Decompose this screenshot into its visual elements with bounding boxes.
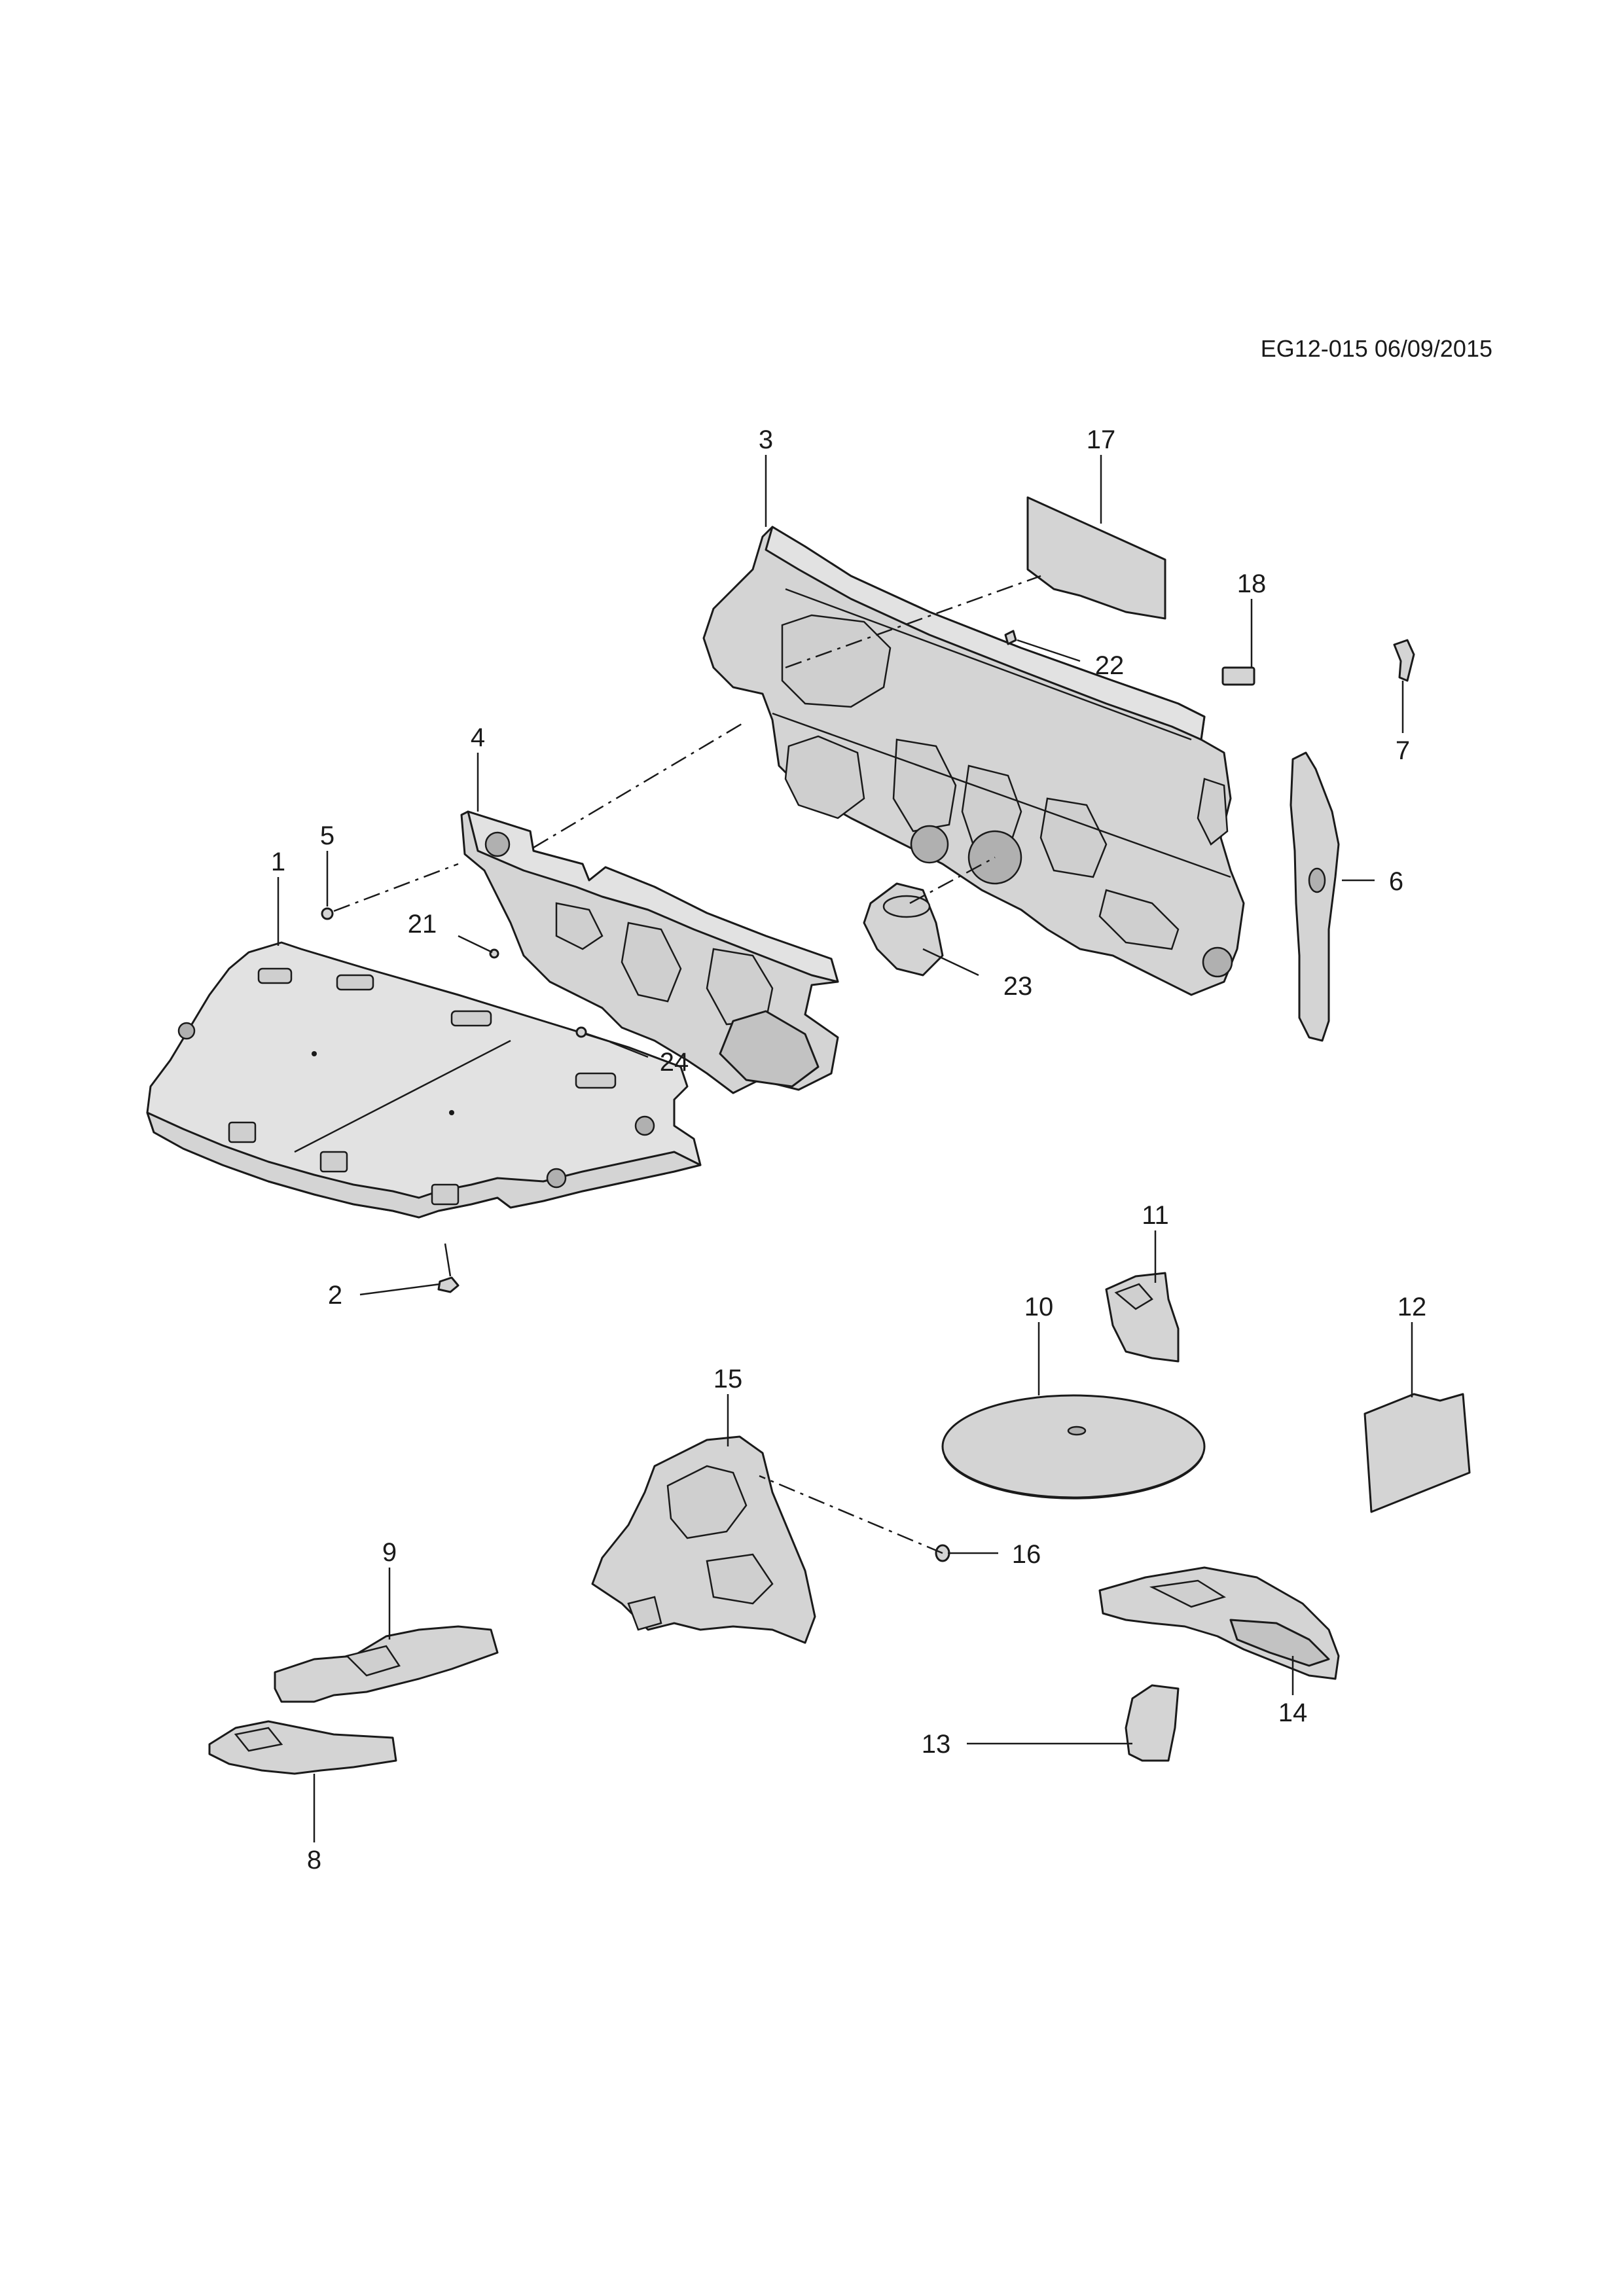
callout-7: 7 (1396, 736, 1410, 765)
callout-14: 14 (1278, 1698, 1308, 1727)
part-13-insulator (1125, 1684, 1180, 1762)
part-14-insulator (1098, 1566, 1340, 1680)
part-5-fastener (321, 907, 334, 920)
callout-4: 4 (471, 723, 485, 752)
callout-21: 21 (408, 910, 437, 939)
part-18-pad (1221, 666, 1255, 686)
part-12-sheet (1363, 1393, 1471, 1513)
part-8-insulator (208, 1720, 397, 1775)
callout-18: 18 (1237, 569, 1267, 598)
part-3-dash-panel-insulator (702, 526, 1245, 996)
callout-5: 5 (320, 821, 334, 850)
part-6-side-insulator (1290, 751, 1340, 1042)
part-4-inner-insulator (460, 810, 839, 1094)
callout-16: 16 (1012, 1540, 1041, 1569)
callout-22: 22 (1095, 651, 1125, 680)
leader-lines (277, 455, 1413, 1842)
assembly-line-16-15 (759, 1475, 943, 1554)
callout-12: 12 (1398, 1293, 1427, 1321)
callout-3: 3 (759, 425, 773, 454)
part-2-fastener (437, 1276, 460, 1293)
callout-17: 17 (1087, 425, 1116, 454)
part-7-clip (1393, 639, 1415, 682)
callout-8: 8 (307, 1846, 321, 1874)
callout-1: 1 (271, 848, 285, 876)
part-24-screw (575, 1026, 608, 1042)
part-23-grommet (863, 882, 944, 977)
callout-10: 10 (1024, 1293, 1054, 1321)
callout-2: 2 (328, 1281, 342, 1310)
callout-13: 13 (922, 1730, 951, 1759)
assembly-line-17-3 (785, 575, 1041, 669)
callout-6: 6 (1389, 867, 1403, 896)
part-15-wheelhouse-insulator (591, 1435, 816, 1644)
part-17-pad (1026, 496, 1166, 620)
assembly-line-23-3 (909, 856, 996, 905)
callout-9: 9 (382, 1538, 397, 1567)
part-9-insulator (274, 1625, 499, 1703)
callout-24: 24 (660, 1048, 689, 1077)
assembly-line-5-4 (333, 863, 459, 912)
part-10-round-pad (941, 1394, 1206, 1499)
part-22-fastener (1004, 630, 1017, 645)
part-21-fastener (489, 948, 499, 959)
callout-11: 11 (1142, 1201, 1169, 1230)
assembly-line-4-3 (533, 722, 744, 849)
callout-23: 23 (1003, 972, 1033, 1001)
drawing-reference: EG12-015 06/09/2015 (1261, 335, 1492, 362)
part-1-hood-insulator (146, 941, 702, 1219)
callout-15: 15 (713, 1365, 743, 1393)
part-11-insulator (1105, 1272, 1180, 1363)
